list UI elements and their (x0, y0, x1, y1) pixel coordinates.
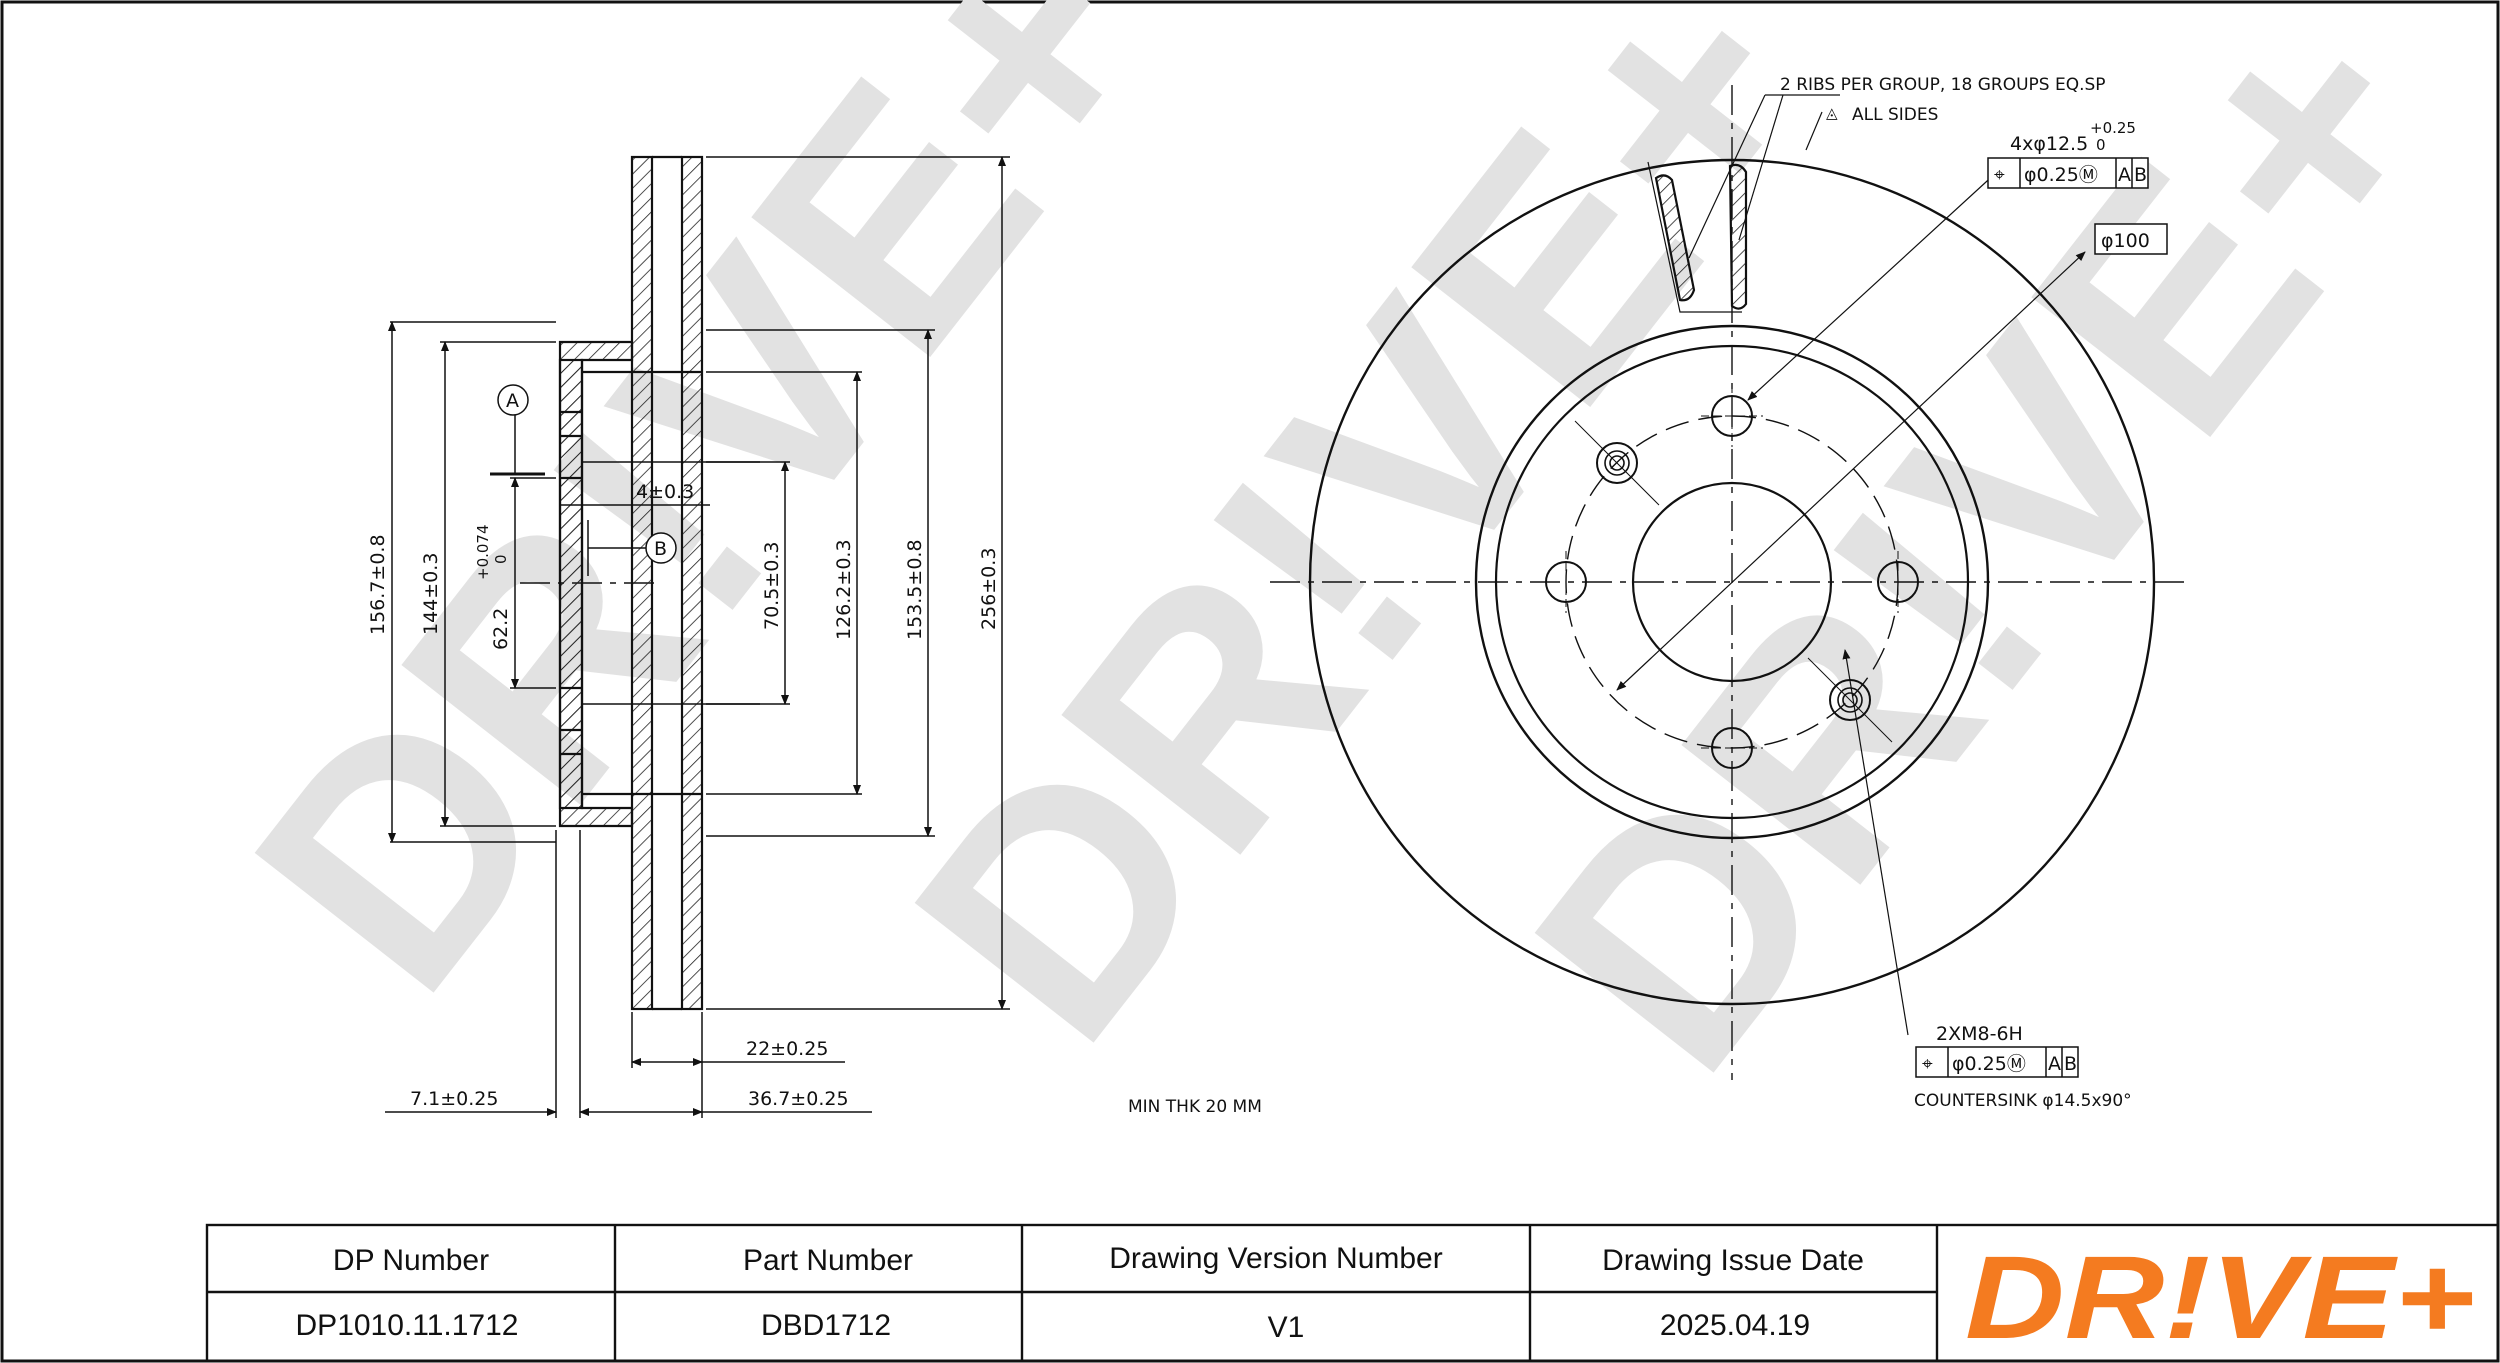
disc-outer-edge (1308, 158, 2156, 1006)
fcf-holes-symbol: ⌖ (1994, 164, 2005, 186)
holes-tol-upper: +0.25 (2090, 119, 2136, 137)
dim-62-2: 62.2 (490, 608, 512, 650)
value-dp-number: DP1010.11.1712 (296, 1309, 519, 1342)
min-thickness-note: MIN THK 20 MM (1128, 1097, 1262, 1117)
dim-22: 22±0.25 (746, 1038, 828, 1060)
fcf-holes: ⌖ φ0.25Ⓜ A B (1987, 157, 2149, 189)
header-part-number: Part Number (743, 1244, 913, 1277)
all-sides-symbol: ◬ (1826, 104, 1838, 122)
ribs-note: 2 RIBS PER GROUP, 18 GROUPS EQ.SP (1780, 75, 2106, 95)
section-view (520, 155, 760, 1011)
dim-62-2-tol-lower: 0 (492, 554, 510, 564)
dim-153-5: 153.5±0.8 (904, 539, 926, 640)
fcf-tapped-tolerance: φ0.25Ⓜ (1952, 1053, 2026, 1075)
value-drawing-version: V1 (1268, 1311, 1305, 1344)
friction-plate-outboard (680, 155, 704, 1011)
header-dp-number: DP Number (333, 1244, 489, 1277)
fcf-tapped: ⌖ φ0.25Ⓜ A B (1915, 1046, 2079, 1078)
dim-256: 256±0.3 (978, 548, 1000, 630)
dim-36-7: 36.7±0.25 (748, 1088, 849, 1110)
front-view-notes: 2 RIBS PER GROUP, 18 GROUPS EQ.SP ◬ ALL … (1780, 75, 2168, 1111)
dim-4: 4±0.3 (636, 481, 694, 503)
title-block-text: DP Number Part Number Drawing Version Nu… (296, 1242, 1864, 1344)
title-block (205, 1223, 2500, 1363)
dim-156-7: 156.7±0.8 (367, 534, 389, 635)
dim-7-1: 7.1±0.25 (410, 1088, 498, 1110)
fcf-tapped-symbol: ⌖ (1922, 1053, 1933, 1075)
section-dimensions (385, 156, 1010, 1118)
vent-slot-right (1728, 163, 1748, 310)
front-view (1270, 85, 2185, 1080)
section-dimension-labels: 156.7±0.8 144±0.3 62.2 +0.074 0 70.5±0.3… (367, 384, 1000, 1110)
tapped-holes-note: 2XM8-6H (1936, 1023, 2023, 1045)
datum-a-label: A (506, 390, 519, 412)
fcf-tapped-datum-b: B (2064, 1053, 2077, 1075)
friction-plate-inboard (630, 155, 654, 1011)
holes-note: 4xφ12.5 (2010, 133, 2088, 155)
header-issue-date: Drawing Issue Date (1602, 1244, 1864, 1277)
drive-logo: DR!VE+ (1965, 1232, 2475, 1363)
header-drawing-version: Drawing Version Number (1109, 1242, 1442, 1275)
fcf-holes-datum-a: A (2118, 164, 2131, 186)
fcf-holes-datum-b: B (2134, 164, 2147, 186)
all-sides-note: ALL SIDES (1852, 105, 1938, 125)
holes-tol-lower: 0 (2096, 136, 2106, 154)
value-issue-date: 2025.04.19 (1660, 1309, 1810, 1342)
datum-b-bubble (645, 532, 677, 564)
countersink-note: COUNTERSINK φ14.5x90° (1914, 1091, 2132, 1111)
value-part-number: DBD1712 (761, 1309, 891, 1342)
datum-a-bubble (497, 384, 529, 416)
dim-62-2-tol-upper: +0.074 (474, 524, 492, 580)
fcf-holes-tolerance: φ0.25Ⓜ (2024, 164, 2098, 186)
fcf-tapped-datum-a: A (2048, 1053, 2061, 1075)
dim-144: 144±0.3 (420, 553, 442, 635)
pcd-callout: φ100 (2094, 223, 2168, 255)
dim-126-2: 126.2±0.3 (833, 539, 855, 640)
dim-70-5: 70.5±0.3 (761, 542, 783, 630)
datum-b-label: B (654, 538, 667, 560)
pcd-label: φ100 (2101, 230, 2150, 252)
